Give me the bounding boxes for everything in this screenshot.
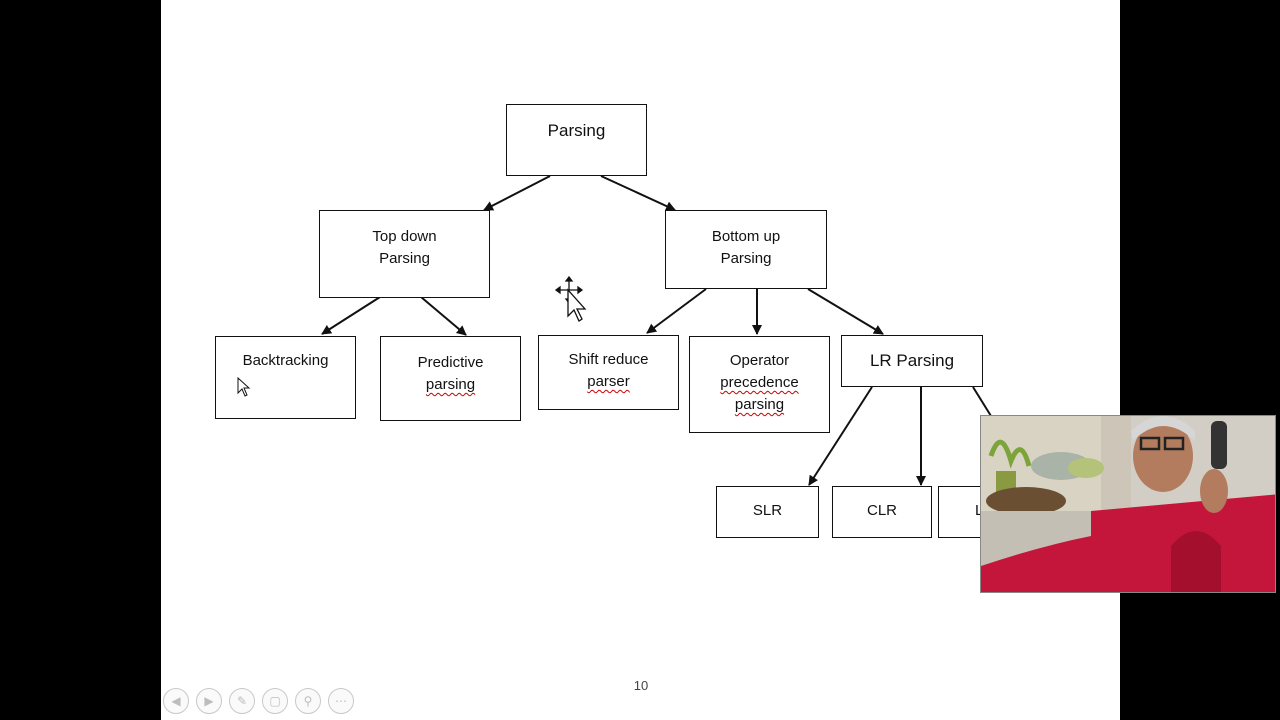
node-bottom-up: Bottom up Parsing [665, 210, 827, 289]
node-top-down-line2: Parsing [379, 250, 430, 267]
node-bottom-up-line1: Bottom up [711, 228, 781, 245]
arrow-parsing-topdown [483, 175, 551, 211]
node-backtracking-label: Backtracking [242, 352, 329, 369]
node-shift-reduce-line2: parser [587, 373, 630, 390]
move-cursor-icon [555, 276, 587, 322]
arrow-topdown-predictive [420, 296, 467, 336]
node-operator-line2: precedence [720, 374, 799, 391]
node-top-down-line1: Top down [372, 228, 437, 245]
node-parsing: Parsing [506, 104, 647, 176]
arrow-bottomup-shiftreduce [646, 288, 707, 334]
page-number: 10 [633, 678, 649, 693]
node-predictive-line1: Predictive [417, 354, 484, 371]
next-icon[interactable]: ▶ [196, 688, 222, 714]
node-clr: CLR [832, 486, 932, 538]
node-slr-label: SLR [752, 502, 783, 519]
node-lalr-label: L [975, 500, 997, 522]
node-operator-precedence: Operator precedence parsing [689, 336, 830, 433]
arrow-topdown-backtracking [321, 296, 381, 335]
arrow-parsing-bottomup [600, 175, 676, 211]
node-predictive: Predictive parsing [380, 336, 521, 421]
pointer-cursor-icon [237, 377, 251, 397]
pen-icon[interactable]: ✎ [229, 688, 255, 714]
node-slr: SLR [716, 486, 819, 538]
arrow-bottomup-lr [807, 288, 884, 335]
previous-icon[interactable]: ◀ [163, 688, 189, 714]
slides-icon[interactable]: ▢ [262, 688, 288, 714]
node-bottom-up-line2: Parsing [720, 250, 772, 267]
node-shift-reduce-line1: Shift reduce [568, 351, 649, 368]
node-operator-line1: Operator [729, 352, 790, 369]
zoom-icon[interactable]: ⚲ [295, 688, 321, 714]
diagram-arrows [321, 175, 992, 486]
more-icon[interactable]: ⋯ [328, 688, 354, 714]
node-predictive-line2: parsing [425, 376, 476, 393]
node-backtracking: Backtracking [215, 336, 356, 419]
presenter-video-image [981, 416, 1275, 592]
arrow-lr-slr [808, 386, 873, 486]
node-top-down: Top down Parsing [319, 210, 490, 298]
slideshow-toolbar: ◀ ▶ ✎ ▢ ⚲ ⋯ [163, 688, 354, 714]
node-operator-line3: parsing [734, 396, 785, 413]
arrow-lr-lalr [972, 386, 992, 417]
slide: Parsing Top down Parsing Bottom up Parsi… [161, 0, 1120, 720]
node-clr-label: CLR [866, 502, 897, 519]
webcam-overlay [980, 415, 1276, 593]
node-shift-reduce: Shift reduce parser [538, 335, 679, 410]
node-lr-parsing-label: LR Parsing [869, 351, 955, 370]
node-parsing-label: Parsing [547, 121, 606, 140]
node-lr-parsing: LR Parsing [841, 335, 983, 387]
